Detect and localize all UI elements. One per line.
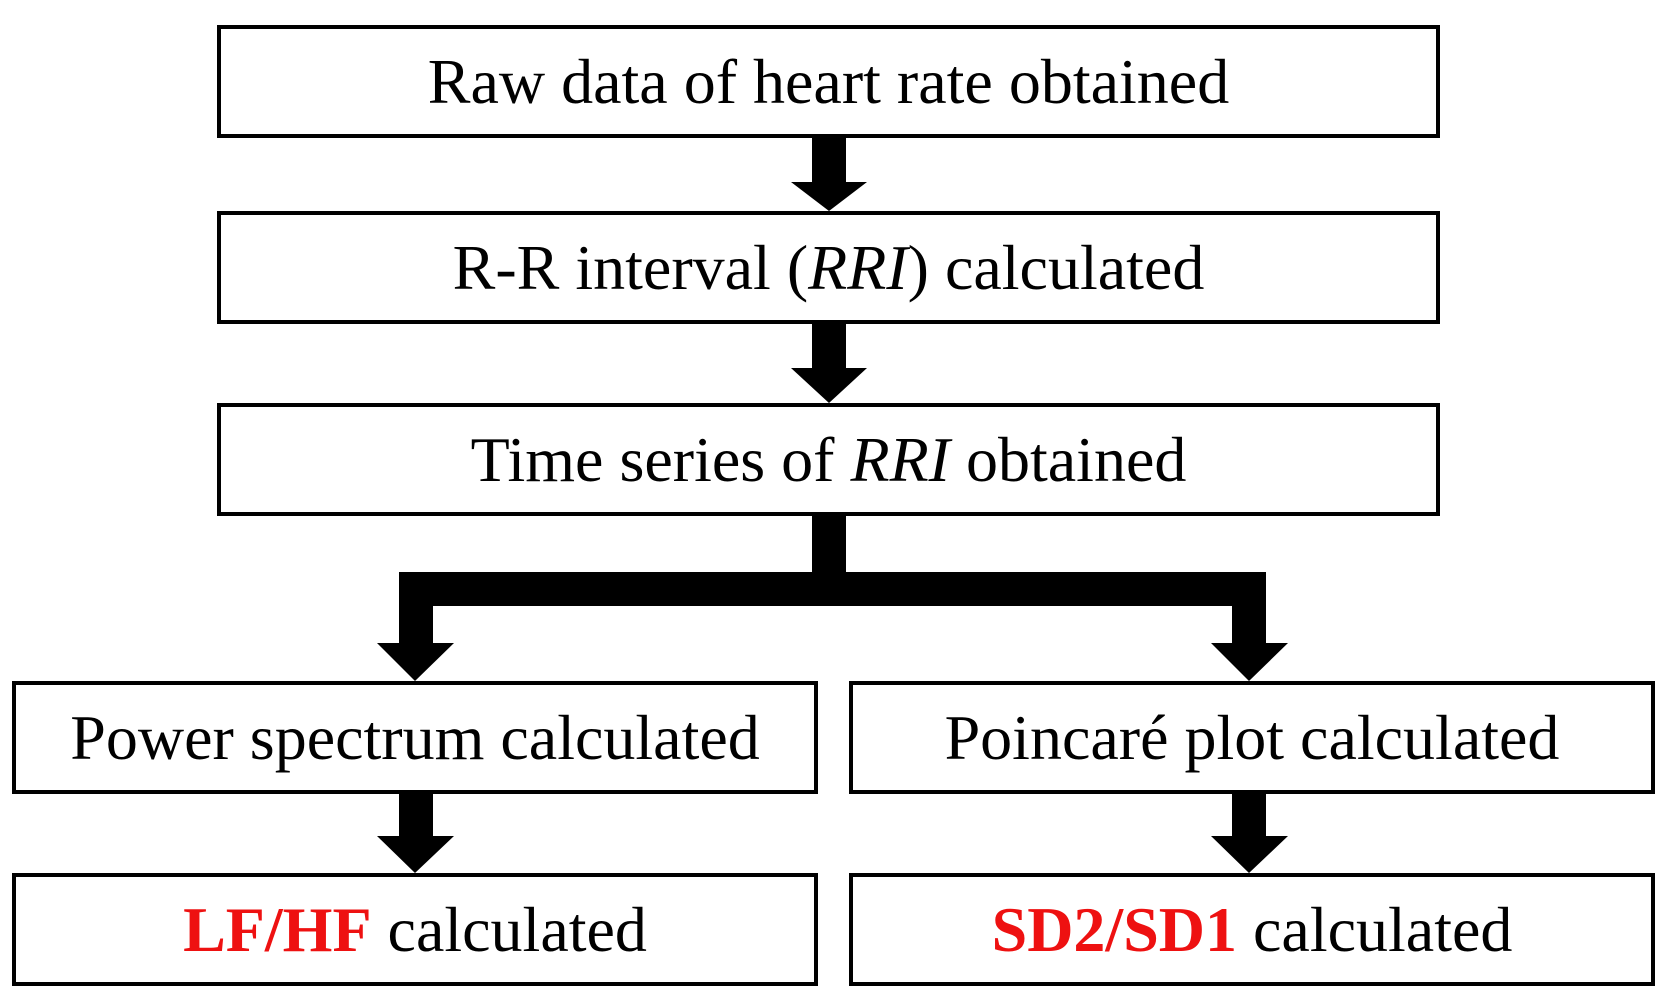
- step-sd-label-highlight: SD2/SD1: [991, 893, 1238, 965]
- arrow-poincare-to-sd: [1211, 794, 1288, 873]
- arrow-timeseries-branch: [377, 516, 1288, 681]
- step-rri-label-before: R-R interval (: [452, 231, 809, 303]
- step-rri-label-italic: RRI: [808, 231, 908, 303]
- step-poincare: Poincaré plot calculated: [849, 681, 1655, 794]
- arrow-power-to-lfhf: [377, 794, 454, 873]
- step-sd: SD2/SD1 calculated: [849, 873, 1655, 986]
- arrow-raw-to-rri: [791, 138, 867, 211]
- step-rri-label-after: ) calculated: [907, 231, 1205, 303]
- step-lfhf-label-highlight: LF/HF: [183, 893, 372, 965]
- step-rri: R-R interval (RRI) calculated: [217, 211, 1440, 324]
- step-time-series-label-after: obtained: [949, 423, 1187, 495]
- step-lfhf-label-after: calculated: [371, 893, 647, 965]
- step-power-spectrum-label: Power spectrum calculated: [70, 701, 760, 773]
- step-raw-data-label: Raw data of heart rate obtained: [427, 45, 1230, 117]
- step-time-series: Time series of RRI obtained: [217, 403, 1440, 516]
- step-time-series-label-before: Time series of: [470, 423, 851, 495]
- step-power-spectrum: Power spectrum calculated: [12, 681, 818, 794]
- arrow-rri-to-timeseries: [791, 324, 867, 403]
- step-poincare-label: Poincaré plot calculated: [944, 701, 1560, 773]
- step-time-series-label-italic: RRI: [850, 423, 950, 495]
- step-raw-data: Raw data of heart rate obtained: [217, 25, 1440, 138]
- step-sd-label-after: calculated: [1237, 893, 1513, 965]
- step-lfhf: LF/HF calculated: [12, 873, 818, 986]
